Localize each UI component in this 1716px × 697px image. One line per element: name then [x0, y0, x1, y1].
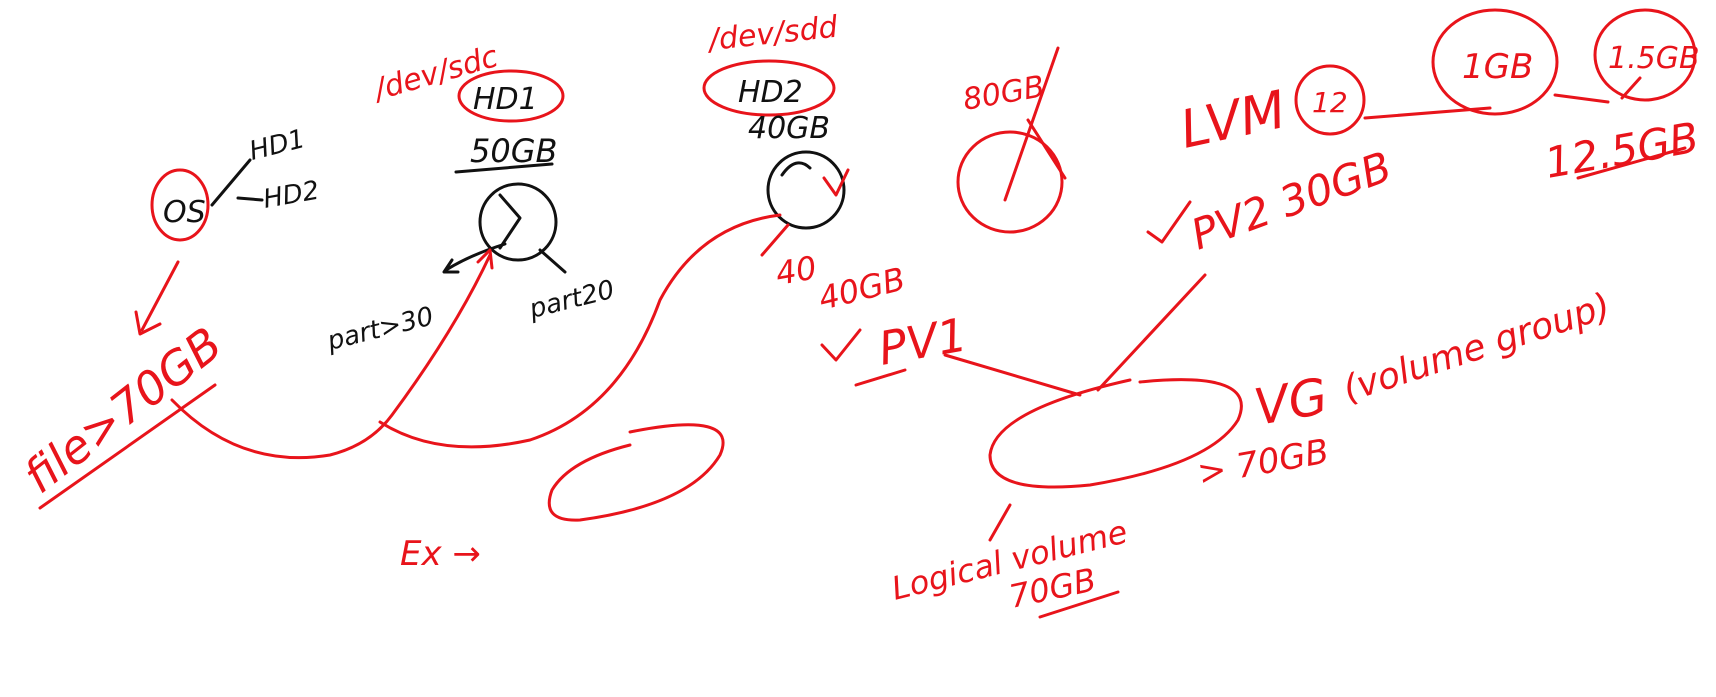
vg-group: VG (volume group) > 70GB — [988, 286, 1615, 494]
lvm-label: LVM — [1175, 80, 1291, 161]
example-blob — [547, 423, 725, 522]
hd2-disk-mark — [780, 161, 812, 177]
lvm-1gb-circle — [1431, 8, 1559, 116]
hd1-label: HD1 — [473, 82, 538, 117]
ex-label: Ex → — [400, 534, 481, 574]
hd1-disk: /dev/sdc HD1 50GB part>30 part20 — [323, 39, 617, 357]
part30-pointer — [444, 242, 507, 272]
lv-pointer — [988, 503, 1012, 542]
os-hd2-line — [236, 196, 264, 202]
lvm-1gb-label: 1GB — [1462, 47, 1533, 87]
cross-stroke-2 — [1026, 118, 1067, 180]
part30-pointer-head — [442, 258, 460, 274]
os-hd1-label: HD1 — [246, 124, 308, 167]
os-label: OS — [163, 195, 206, 230]
part20-pointer — [538, 248, 567, 274]
lv-size-underline — [1038, 590, 1120, 619]
hd2-check — [822, 168, 850, 197]
os-node: OS HD1 HD2 — [134, 124, 321, 336]
crossed-disk: 80GB — [956, 46, 1067, 234]
file-to-hd2-curve — [378, 213, 782, 449]
size-40-label: 40 — [773, 248, 820, 292]
pv1-underline — [854, 368, 907, 387]
lv-group: Logical volume 70GB — [888, 503, 1131, 619]
hd1-partition-split — [498, 193, 522, 250]
hd1-size-underline — [454, 162, 554, 174]
part30-label: part>30 — [323, 302, 436, 358]
vg-blob — [988, 378, 1243, 489]
os-hd1-line — [210, 158, 252, 207]
pv1-to-vg-line — [943, 353, 1082, 397]
pv2-to-vg-line — [1096, 273, 1207, 392]
hd2-disk: /dev/sdd HD2 40GB 40 40GB — [702, 10, 909, 362]
os-arrow-head — [134, 310, 162, 336]
hd2-label: HD2 — [738, 75, 803, 110]
vg-desc-label: (volume group) — [1338, 286, 1615, 411]
hd1-circle — [457, 69, 565, 123]
pv2-label: PV2 30GB — [1185, 142, 1398, 260]
size-40gb-label: 40GB — [815, 260, 909, 318]
lvm-1-5gb-label: 1.5GB — [1608, 41, 1700, 76]
hd2-disk-circle — [766, 150, 846, 230]
os-hd2-label: HD2 — [261, 176, 321, 215]
vg-label: VG — [1250, 367, 1332, 437]
part20-label: part20 — [525, 275, 617, 325]
lvm-12-circle — [1294, 64, 1366, 136]
file-to-hd1-arrowhead — [476, 248, 494, 270]
file-label: file>70GB — [14, 316, 232, 503]
hd2-size-label: 40GB — [748, 111, 830, 146]
crossed-disk-circle — [956, 130, 1064, 234]
file-underline — [38, 383, 217, 510]
lvm-12-label: 12 — [1312, 86, 1348, 119]
os-arrow-line — [140, 260, 180, 332]
dev-sdd-label: /dev/sdd — [704, 10, 840, 59]
hd2-circle — [702, 59, 836, 117]
lvm-group: LVM 12 1GB 1.5GB 12.5GB — [1175, 8, 1702, 188]
crossed-80gb-label: 80GB — [960, 69, 1047, 118]
os-circle — [150, 168, 210, 242]
file-requirement: file>70GB — [14, 316, 232, 510]
hd2-arrow — [760, 223, 790, 257]
pv2-check — [1146, 200, 1192, 244]
pv2-group: PV2 30GB — [1096, 142, 1398, 392]
pv1-group: PV1 — [854, 307, 1082, 397]
lvm-1gb-to-1-5gb — [1553, 93, 1610, 104]
vg-size-label: > 70GB — [1195, 432, 1332, 494]
lvm-1-5gb-circle — [1593, 8, 1697, 102]
example-group: Ex → — [400, 423, 725, 574]
lvm-1-5gb-tick — [1620, 76, 1642, 100]
size-40gb-check — [820, 328, 862, 362]
lvm-12-5gb-underline — [1576, 146, 1687, 180]
hd1-disk-circle — [478, 182, 558, 262]
pv1-label: PV1 — [875, 307, 972, 376]
file-to-hd1-curve — [170, 253, 492, 460]
